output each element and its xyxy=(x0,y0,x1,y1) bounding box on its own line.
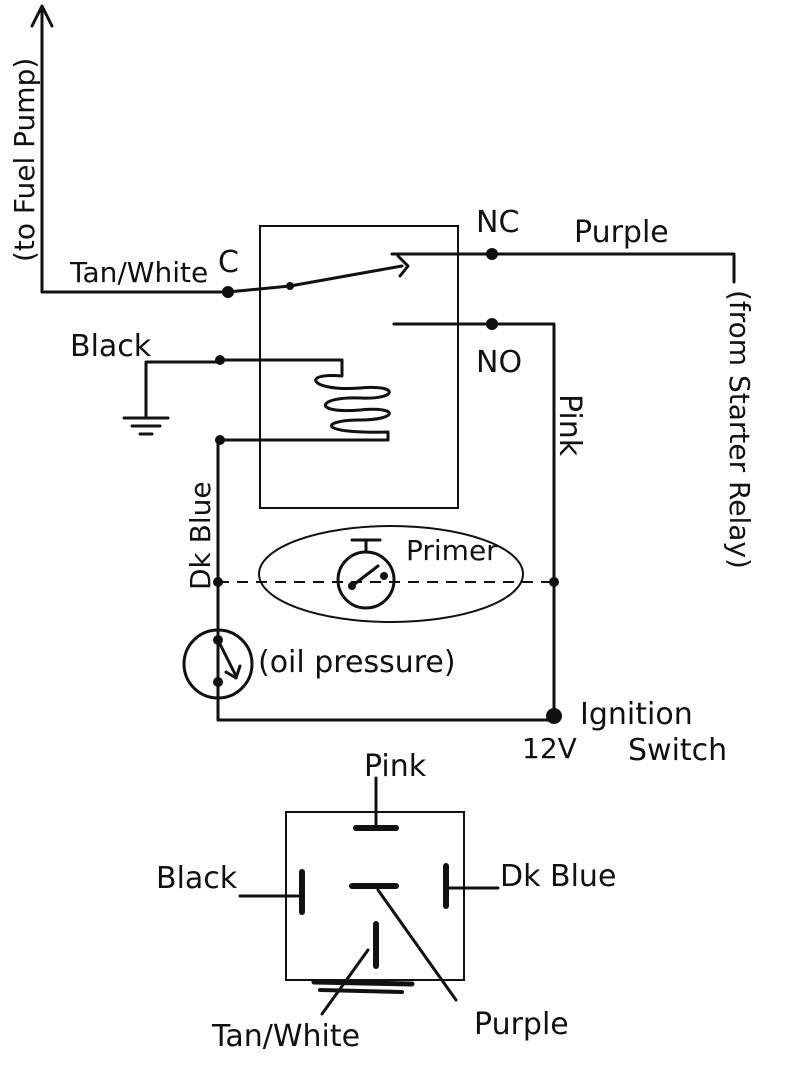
nc-label: NC xyxy=(476,205,519,240)
pink-label: Pink xyxy=(552,394,587,457)
connector-purple-label: Purple xyxy=(474,1007,569,1042)
connector-black-label: Black xyxy=(156,861,238,896)
c-terminal-label: C xyxy=(218,245,239,280)
ignition-terminal-dot xyxy=(546,708,562,724)
ignition-label: Ignition xyxy=(580,697,693,732)
primer-switch xyxy=(213,525,559,623)
oil-pressure-switch xyxy=(182,628,254,700)
purple-label: Purple xyxy=(574,215,669,250)
oil-pressure-label: (oil pressure) xyxy=(258,645,456,680)
relay-connector-pinout xyxy=(238,776,500,1016)
primer-highlight xyxy=(258,525,524,623)
voltage-label: 12V xyxy=(522,732,577,765)
dk-blue-label: Dk Blue xyxy=(184,481,217,590)
switch-label: Switch xyxy=(628,733,727,768)
connector-pink-label: Pink xyxy=(364,749,427,784)
tan-white-label: Tan/White xyxy=(69,256,208,289)
no-label: NO xyxy=(476,345,522,380)
purple-wire xyxy=(490,252,736,284)
from-starter-relay-label: (from Starter Relay) xyxy=(723,290,756,569)
relay-body xyxy=(259,225,459,509)
black-label: Black xyxy=(70,329,152,364)
fuel-pump-wire xyxy=(30,4,230,294)
relay-coil xyxy=(215,355,391,445)
connector-tan-white-label: Tan/White xyxy=(211,1019,360,1054)
primer-label: Primer xyxy=(406,534,498,567)
relay-switch xyxy=(222,248,498,330)
to-fuel-pump-label: (to Fuel Pump) xyxy=(8,58,41,262)
connector-dk-blue-label: Dk Blue xyxy=(500,859,616,894)
pink-wire xyxy=(490,322,556,718)
ground-symbol xyxy=(122,360,222,436)
